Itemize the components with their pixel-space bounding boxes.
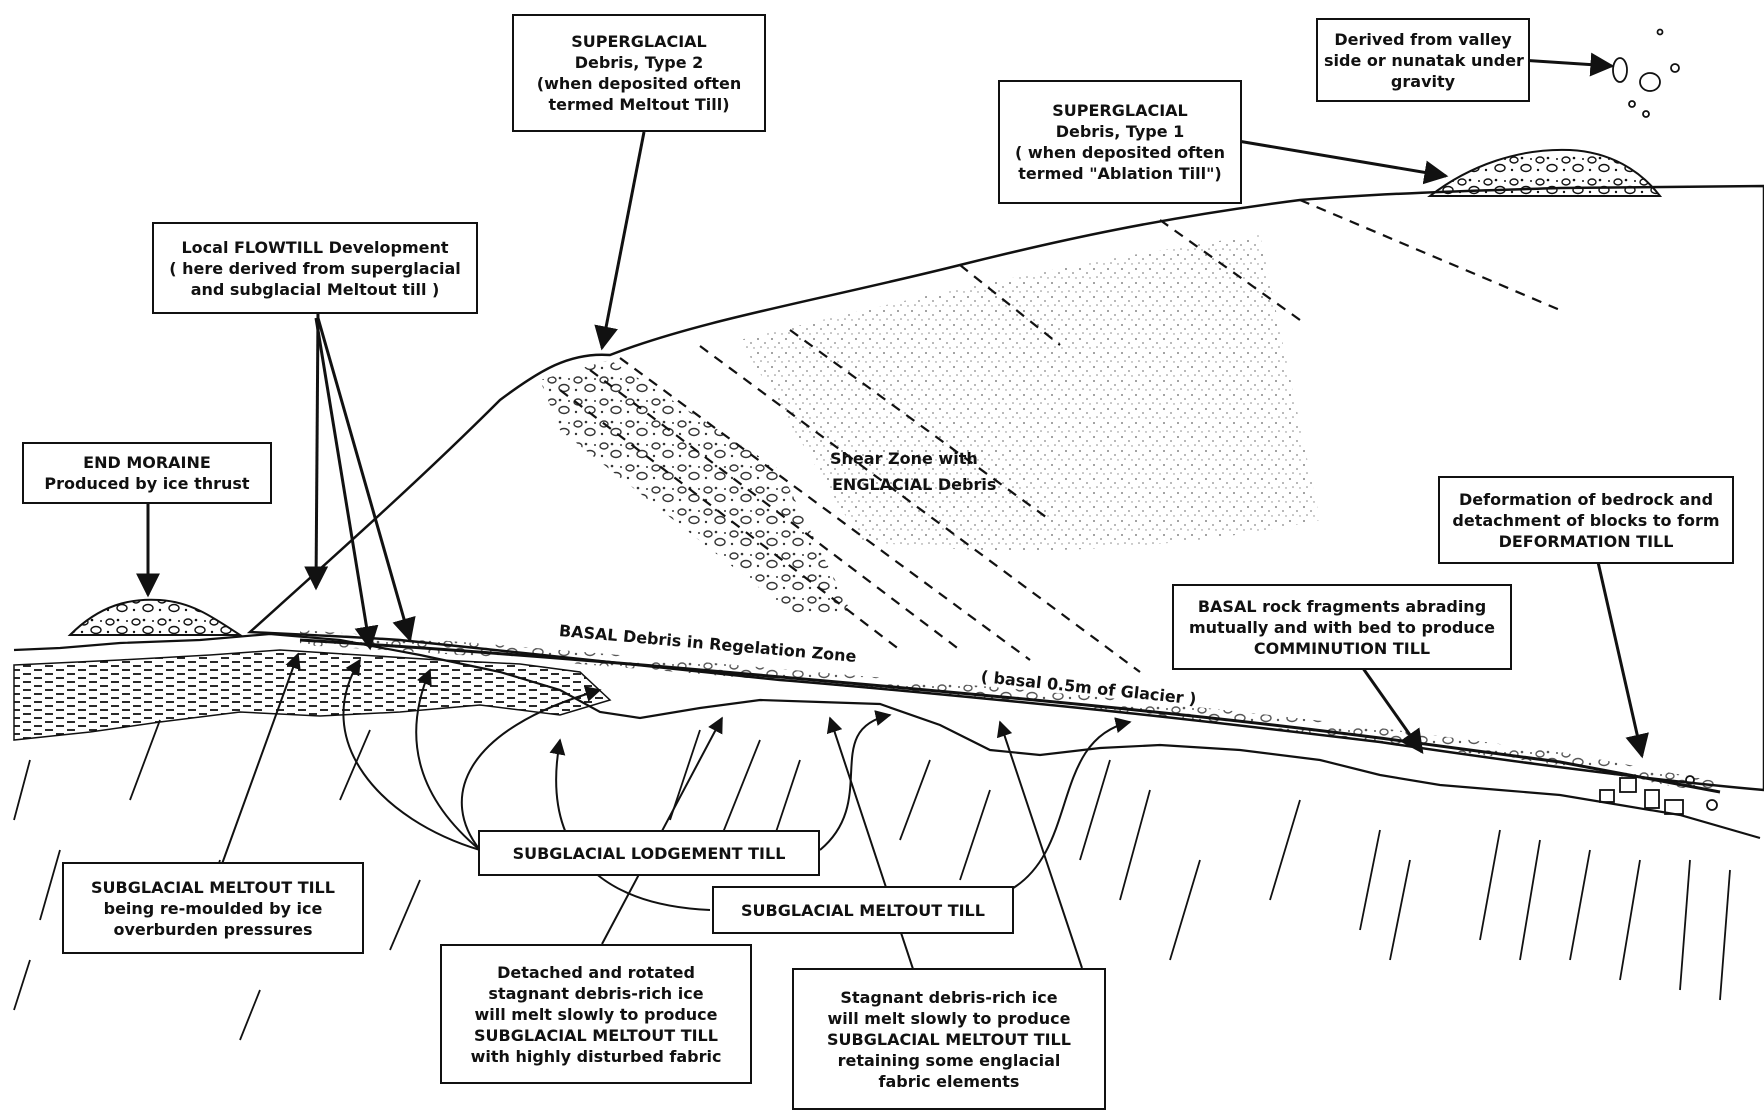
label-superglacial-type1-line2: Debris, Type 1 — [1006, 121, 1234, 142]
arrow-flowtill-a — [316, 312, 318, 588]
label-lodgement-till: SUBGLACIAL LODGEMENT TILL — [478, 830, 820, 876]
label-lodgement-till-line1: SUBGLACIAL LODGEMENT TILL — [486, 843, 812, 864]
label-meltout-till: SUBGLACIAL MELTOUT TILL — [712, 886, 1014, 934]
label-stagnant-ice-line4: retaining some englacial — [800, 1050, 1098, 1071]
label-detached-ice-line5: with highly disturbed fabric — [448, 1046, 744, 1067]
label-remoulded-meltout: SUBGLACIAL MELTOUT TILL being re-moulded… — [62, 862, 364, 954]
label-deformation-till-line3: DEFORMATION TILL — [1446, 531, 1726, 552]
label-comminution-till: BASAL rock fragments abrading mutually a… — [1172, 584, 1512, 670]
label-superglacial-type1-line3: ( when deposited often — [1006, 142, 1234, 163]
label-superglacial-type1-line1: SUPERGLACIAL — [1006, 100, 1234, 121]
label-flowtill-line3: and subglacial Meltout till ) — [160, 279, 470, 300]
label-comminution-till-line3: COMMINUTION TILL — [1180, 638, 1504, 659]
laminated-sediment — [14, 650, 610, 740]
label-remoulded-meltout-line1: SUBGLACIAL MELTOUT TILL — [70, 877, 356, 898]
label-flowtill: Local FLOWTILL Development ( here derive… — [152, 222, 478, 314]
label-valley-side-line3: gravity — [1324, 71, 1522, 92]
label-stagnant-ice-line5: fabric elements — [800, 1071, 1098, 1092]
label-stagnant-ice: Stagnant debris-rich ice will melt slowl… — [792, 968, 1106, 1110]
label-deformation-till-line1: Deformation of bedrock and — [1446, 489, 1726, 510]
label-meltout-till-line1: SUBGLACIAL MELTOUT TILL — [720, 900, 1006, 921]
ablation-debris-heap — [1430, 150, 1660, 196]
label-stagnant-ice-line1: Stagnant debris-rich ice — [800, 987, 1098, 1008]
label-detached-ice-line2: stagnant debris-rich ice — [448, 983, 744, 1004]
annotation-shear-zone-1: Shear Zone with — [830, 448, 978, 469]
label-superglacial-type2-line3: (when deposited often — [520, 73, 758, 94]
curve-lodgement-3 — [462, 690, 600, 850]
label-superglacial-type2-line4: termed Meltout Till) — [520, 94, 758, 115]
label-remoulded-meltout-line2: being re-moulded by ice — [70, 898, 356, 919]
label-valley-side-line1: Derived from valley — [1324, 29, 1522, 50]
label-remoulded-meltout-line3: overburden pressures — [70, 919, 356, 940]
arrow-superglacial-type1 — [1232, 140, 1446, 176]
label-flowtill-line2: ( here derived from superglacial — [160, 258, 470, 279]
label-end-moraine-line2: Produced by ice thrust — [30, 473, 264, 494]
label-end-moraine-line1: END MORAINE — [30, 452, 264, 473]
label-detached-ice-line4: SUBGLACIAL MELTOUT TILL — [448, 1025, 744, 1046]
label-valley-side-line2: side or nunatak under — [1324, 50, 1522, 71]
label-detached-ice: Detached and rotated stagnant debris-ric… — [440, 944, 752, 1084]
label-detached-ice-line3: will melt slowly to produce — [448, 1004, 744, 1025]
label-superglacial-type2-line1: SUPERGLACIAL — [520, 31, 758, 52]
label-superglacial-type1: SUPERGLACIAL Debris, Type 1 ( when depos… — [998, 80, 1242, 204]
label-stagnant-ice-line2: will melt slowly to produce — [800, 1008, 1098, 1029]
annotation-shear-zone-2: ENGLACIAL Debris — [832, 474, 996, 495]
label-detached-ice-line1: Detached and rotated — [448, 962, 744, 983]
label-comminution-till-line2: mutually and with bed to produce — [1180, 617, 1504, 638]
label-deformation-till-line2: detachment of blocks to form — [1446, 510, 1726, 531]
label-comminution-till-line1: BASAL rock fragments abrading — [1180, 596, 1504, 617]
curve-lodgement-4 — [820, 715, 890, 850]
label-deformation-till: Deformation of bedrock and detachment of… — [1438, 476, 1734, 564]
label-superglacial-type1-line4: termed "Ablation Till") — [1006, 163, 1234, 184]
label-flowtill-line1: Local FLOWTILL Development — [160, 237, 470, 258]
rockfall-debris — [1613, 30, 1679, 118]
label-stagnant-ice-line3: SUBGLACIAL MELTOUT TILL — [800, 1029, 1098, 1050]
arrow-superglacial-type2 — [602, 132, 644, 348]
label-end-moraine: END MORAINE Produced by ice thrust — [22, 442, 272, 504]
label-superglacial-type2-line2: Debris, Type 2 — [520, 52, 758, 73]
end-moraine-mound — [70, 600, 240, 635]
label-valley-side: Derived from valley side or nunatak unde… — [1316, 18, 1530, 102]
label-superglacial-type2: SUPERGLACIAL Debris, Type 2 (when deposi… — [512, 14, 766, 132]
